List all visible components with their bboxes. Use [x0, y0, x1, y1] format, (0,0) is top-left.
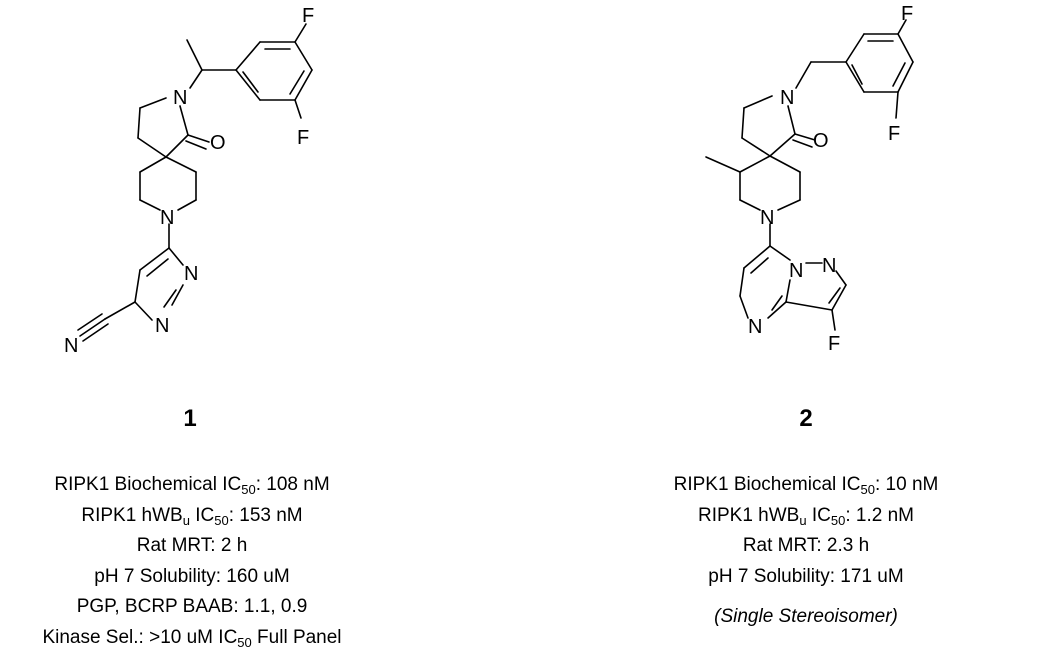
atom-label: F [302, 5, 314, 27]
property-row: Rat MRT: 2.3 h [742, 535, 870, 556]
atom-label: N [789, 260, 803, 282]
atom-label: F [901, 3, 913, 25]
atom-label: N [760, 207, 774, 229]
stereo-note: (Single Stereoisomer) [714, 606, 898, 627]
properties-1: RIPK1 Biochemical IC50: 108 nM RIPK1 hWB… [0, 470, 402, 653]
atom-label: N [64, 335, 78, 357]
property-row: RIPK1 hWBu IC50: 153 nM [81, 504, 303, 528]
property-row: PGP, BCRP BAAB: 1.1, 0.9 [76, 596, 308, 617]
atom-label: N [160, 207, 174, 229]
property-row: RIPK1 hWBu IC50: 1.2 nM [697, 504, 914, 528]
atom-label: F [888, 123, 900, 145]
atom-label: O [813, 130, 829, 152]
compound-number-2: 2 [799, 405, 813, 432]
atom-label: F [297, 127, 309, 149]
property-row: RIPK1 Biochemical IC50: 108 nM [54, 474, 330, 497]
atom-label: N [748, 316, 762, 338]
atom-label: N [184, 263, 198, 285]
structure-1: F F N O N N N N [64, 5, 314, 357]
property-row: Kinase Sel.: >10 uM IC50 Full Panel [42, 626, 342, 650]
atom-label: N [155, 315, 169, 337]
property-row: pH 7 Solubility: 171 uM [708, 565, 904, 587]
structures: F F N O N N N N [64, 3, 914, 357]
structure-2: F F N O N N N N F [705, 3, 914, 355]
property-row: Rat MRT: 2 h [136, 535, 248, 556]
atom-label: O [210, 132, 226, 154]
atom-label: N [822, 255, 836, 277]
compound-number-1: 1 [183, 405, 197, 432]
atom-label: N [780, 87, 794, 109]
atom-label: F [828, 333, 840, 355]
property-row: RIPK1 Biochemical IC50: 10 nM [673, 474, 939, 497]
property-row: pH 7 Solubility: 160 uM [94, 565, 290, 587]
atom-label: N [173, 87, 187, 109]
properties-2: RIPK1 Biochemical IC50: 10 nM RIPK1 hWBu… [596, 470, 1016, 633]
